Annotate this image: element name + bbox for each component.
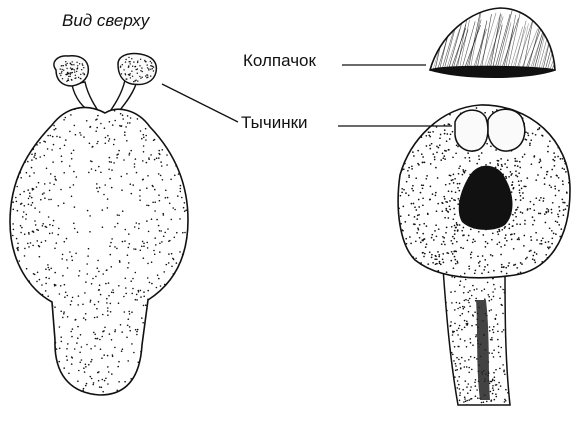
stamen-leader-line-left — [162, 84, 238, 122]
cap-rim — [430, 66, 555, 77]
left-specimen — [7, 53, 191, 400]
stamens-label: Тычинки — [241, 114, 308, 131]
top-view-label: Вид сверху — [62, 12, 149, 29]
right-stamen-left — [455, 110, 488, 151]
cap-label: Колпачок — [243, 52, 316, 69]
right-stamen-right — [488, 109, 525, 151]
left-flower-body — [10, 107, 188, 395]
right-specimen — [397, 8, 573, 408]
left-anther-left — [54, 56, 88, 86]
